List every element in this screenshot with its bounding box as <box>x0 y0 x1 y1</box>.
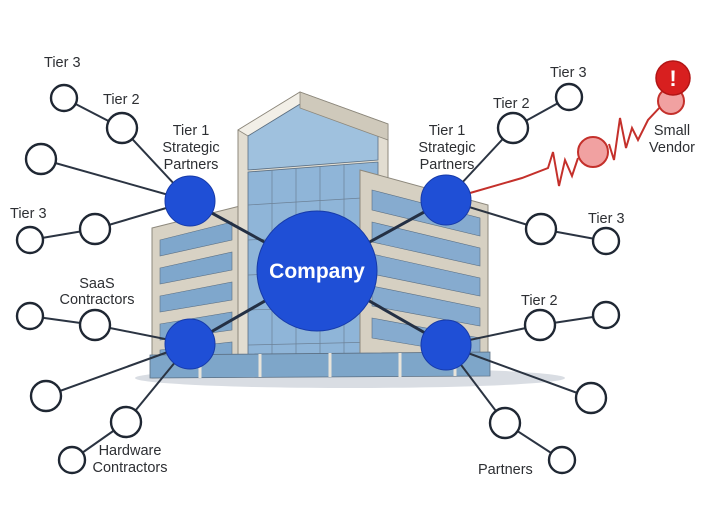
label-saas-line2: Contractors <box>60 292 135 308</box>
label-tier2-top-left: Tier 2 <box>103 92 140 108</box>
node-saas-contractors <box>78 308 112 342</box>
node-hardware-contractors <box>109 405 143 439</box>
node-left-outer <box>24 142 58 176</box>
hub-company <box>256 210 378 332</box>
label-tier3-mid-right: Tier 3 <box>588 211 625 227</box>
risk-path: ! <box>469 60 691 194</box>
label-tier1-right-line3: Partners <box>420 157 475 173</box>
hub-tier1-top-left <box>164 175 216 227</box>
node-saas-outer <box>15 301 45 331</box>
node-hardware-outer <box>57 445 87 475</box>
edge-hub-br-right <box>445 344 592 399</box>
hub-bottom-left <box>164 318 216 370</box>
label-small-vendor-line2: Vendor <box>649 140 695 156</box>
center-label: Company <box>269 260 365 283</box>
at-risk-node <box>577 136 609 168</box>
label-saas-line1: SaaS <box>79 276 114 292</box>
edge-hub-bl-left <box>45 343 191 397</box>
label-tier3-mid-left: Tier 3 <box>10 206 47 222</box>
hub-nodes <box>164 174 472 371</box>
label-tier1-right-line2: Strategic <box>418 140 475 156</box>
label-tier1-left-line1: Tier 1 <box>173 123 210 139</box>
node-tier3-top-right <box>554 82 584 112</box>
node-tier3-outer-right <box>591 226 621 256</box>
label-tier1-left-line3: Partners <box>164 157 219 173</box>
node-tier3-outer-left <box>15 225 45 255</box>
label-hardware-line2: Contractors <box>93 460 168 476</box>
label-tier2-top-right: Tier 2 <box>493 96 530 112</box>
node-tier2-outer-right <box>591 300 621 330</box>
label-partners-bottom-right: Partners <box>478 462 533 478</box>
node-tier2-bottom-right <box>523 308 557 342</box>
label-small-vendor-line1: Small <box>654 123 690 139</box>
label-tier1-left-line2: Strategic <box>162 140 219 156</box>
label-tier3-top-right: Tier 3 <box>550 65 587 81</box>
risk-signal-line-2 <box>608 104 663 161</box>
node-tier3-mid-left <box>78 212 112 246</box>
hub-bottom-right <box>420 319 472 371</box>
label-tier3-top-left: Tier 3 <box>44 55 81 71</box>
node-partners <box>488 406 522 440</box>
label-tier2-bottom-right: Tier 2 <box>521 293 558 309</box>
node-tier3-top-left <box>49 83 79 113</box>
edge-hub-tl-left <box>40 158 191 202</box>
node-tier2-top-left <box>105 111 139 145</box>
alert-symbol: ! <box>669 66 676 91</box>
node-tier3-mid-right <box>524 212 558 246</box>
node-tier2-top-right <box>496 111 530 145</box>
node-bottom-right-outer <box>574 381 608 415</box>
leaf-nodes <box>15 82 621 475</box>
node-partners-outer <box>547 445 577 475</box>
alert-icon <box>655 60 691 96</box>
risk-signal-line-1 <box>469 151 579 194</box>
label-tier1-right-line1: Tier 1 <box>429 123 466 139</box>
label-hardware-line1: Hardware <box>99 443 162 459</box>
hub-tier1-top-right <box>420 174 472 226</box>
node-bottom-left-outer <box>29 379 63 413</box>
labels: Company Tier 3 Tier 2 Tier 1 Strategic P… <box>10 55 695 478</box>
